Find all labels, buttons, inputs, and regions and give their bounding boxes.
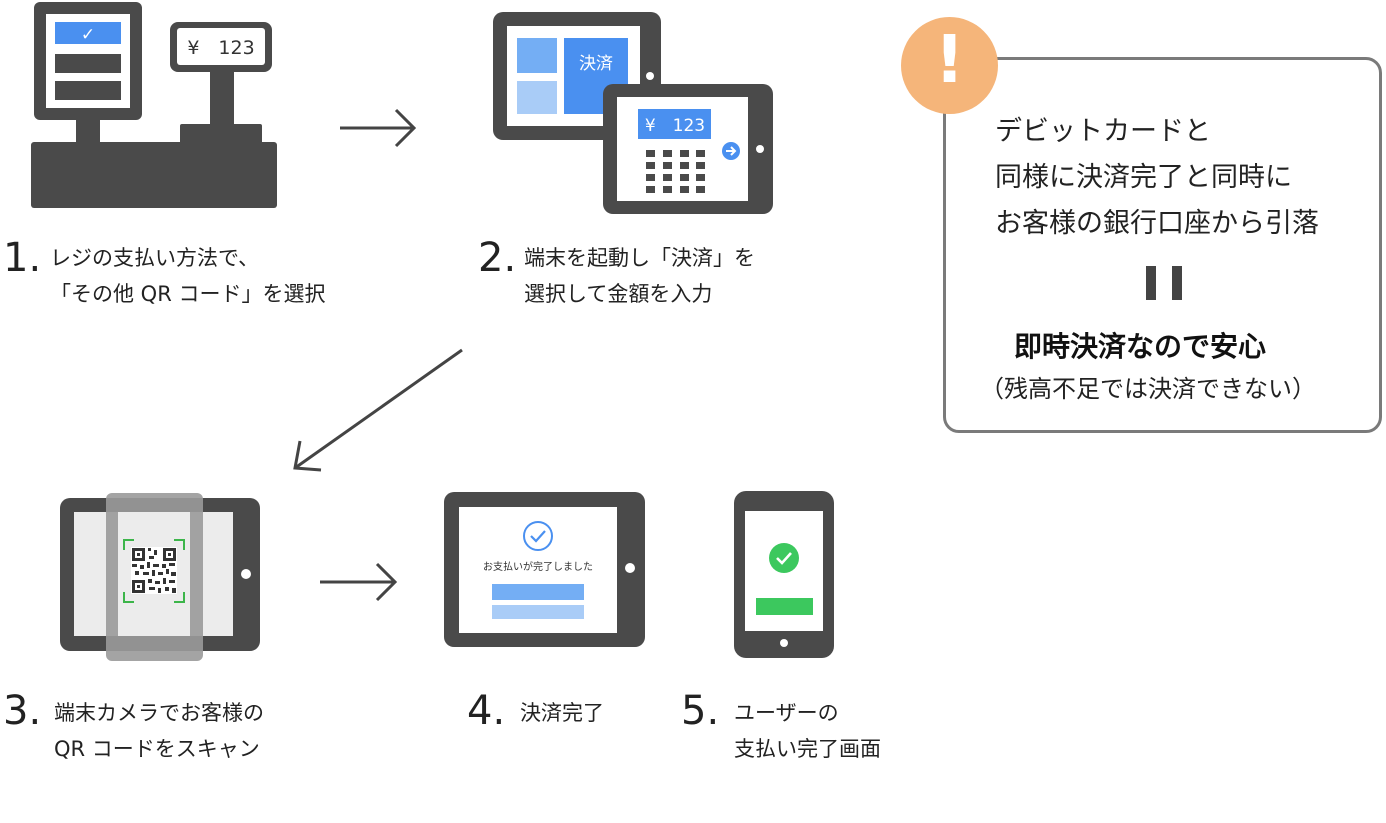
tablet-qr-scan-illustration [60, 493, 260, 661]
tablet-menu-illustration: 決済 [493, 12, 661, 140]
note-line-2: 同様に決済完了と同時に [995, 162, 1292, 193]
tablet-payment-menu-label: 決済 [579, 54, 613, 74]
arrow-right-icon [320, 562, 398, 602]
tablet-amount-illustration: ¥ 123 [603, 84, 773, 214]
qr-code-icon [131, 547, 177, 594]
note-line-3: お客様の銀行口座から引落 [995, 208, 1319, 239]
step-3-description: 端末カメラでお客様の QR コードをスキャン [54, 695, 264, 767]
success-check-icon [769, 543, 799, 573]
register-price-display: ¥ 123 [187, 37, 254, 59]
alert-icon: ! [901, 17, 998, 114]
step-4-description: 決済完了 [520, 695, 604, 731]
equals-icon [1146, 266, 1184, 300]
arrow-down-left-icon [293, 348, 463, 472]
step-5-line-2: 支払い完了画面 [734, 737, 881, 761]
step-1-line-2: 「その他 QR コード」を選択 [50, 282, 326, 306]
complete-message: お支払いが完了しました [483, 560, 593, 573]
info-note-box [943, 57, 1382, 433]
scan-frame-icon [123, 539, 185, 603]
step-3-line-1: 端末カメラでお客様の [54, 701, 264, 725]
note-line-1: デビットカードと [995, 116, 1211, 147]
step-1-description: レジの支払い方法で、 「その他 QR コード」を選択 [50, 240, 325, 312]
step-2-line-2: 選択して金額を入力 [524, 282, 713, 306]
alert-exclamation: ! [934, 21, 965, 98]
note-emphasis: 即時決済なので安心 [1014, 330, 1267, 363]
step-2-number: 2. [478, 235, 517, 281]
arrow-right-icon [340, 108, 417, 148]
step-3-number: 3. [3, 688, 42, 734]
tablet-amount-display: ¥ 123 [645, 116, 705, 136]
step-2-line-1: 端末を起動し「決済」を [524, 246, 755, 270]
step-1-line-1: レジの支払い方法で、 [50, 246, 260, 270]
keypad-icon [646, 150, 705, 193]
register-check-icon: ✓ [81, 25, 95, 45]
step-5-description: ユーザーの 支払い完了画面 [734, 695, 881, 767]
step-1-number: 1. [3, 235, 42, 281]
pos-register-illustration: ✓ ¥ 123 [31, 2, 277, 208]
step-5-line-1: ユーザーの [734, 701, 839, 725]
tablet-complete-illustration: お支払いが完了しました [444, 492, 645, 647]
smartphone-complete-illustration [734, 491, 834, 658]
step-5-number: 5. [681, 688, 720, 734]
note-sub: （残高不足では決済できない） [980, 375, 1316, 403]
step-2-description: 端末を起動し「決済」を 選択して金額を入力 [524, 240, 755, 312]
step-4-line-1: 決済完了 [520, 701, 604, 725]
complete-check-icon [523, 521, 553, 551]
step-3-line-2: QR コードをスキャン [54, 737, 260, 761]
step-4-number: 4. [467, 688, 506, 734]
